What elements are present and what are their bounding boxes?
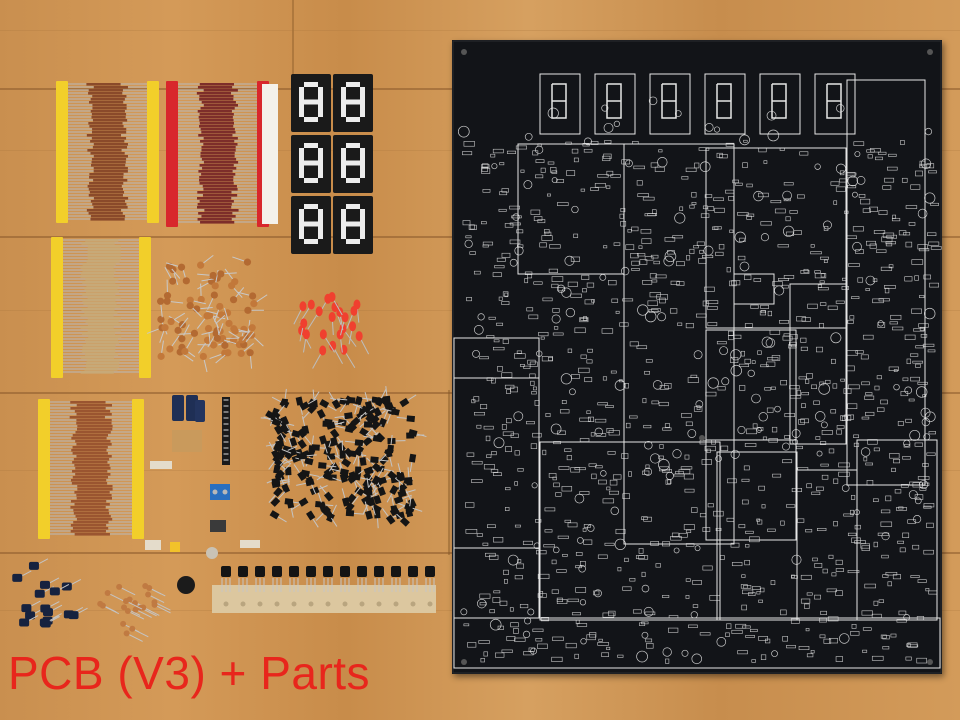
pcb-section-outline (796, 469, 858, 621)
wood-plank-joint (292, 0, 294, 90)
pcb-display-footprint (704, 73, 746, 135)
terminal-block (210, 484, 230, 500)
transistor-tape (212, 566, 436, 613)
pcb-section-outline (453, 617, 941, 669)
pcb-mounting-hole (699, 435, 705, 441)
resistor-strip-red (166, 81, 269, 227)
pcb-mounting-hole (927, 49, 933, 55)
pcb-section-outline (453, 377, 540, 549)
wood-plank-joint (448, 390, 450, 555)
resistor-strip-brown (56, 81, 159, 223)
pcb-mounting-hole (461, 49, 467, 55)
seven-segment-displays (291, 74, 373, 254)
crystal-pad (172, 430, 202, 452)
pcb-section-outline (716, 451, 798, 621)
electrolytic-capacitor (195, 400, 205, 422)
pcb-section-outline (705, 439, 797, 541)
pcb-section-outline (733, 273, 775, 305)
pcb-display-footprint (759, 73, 801, 135)
pcb-display-footprint (649, 73, 691, 135)
pcb-silkscreen (452, 40, 942, 674)
pcb-section-outline (517, 143, 625, 275)
pcb-section-outline (623, 143, 735, 545)
inductor (177, 576, 195, 594)
resistor-strip-white-tape (262, 84, 278, 224)
caption-text: PCB (V3) + Parts (8, 647, 371, 699)
pcb-section-outline (789, 283, 847, 445)
misc-components (145, 395, 260, 594)
resistor-strip-beige (51, 237, 151, 378)
small-electrolytic-caps (12, 558, 88, 628)
pcb-display-footprint (539, 73, 581, 135)
pcb-mounting-hole (927, 659, 933, 665)
pcb-mounting-hole (461, 659, 467, 665)
pcb-board (452, 40, 942, 674)
pcb-section-outline (846, 79, 926, 486)
resistor-strip-small (38, 399, 144, 539)
ceramic-capacitor-pile (146, 255, 268, 373)
transistor-pile (260, 386, 427, 529)
pcb-section-outline (705, 147, 847, 329)
pcb-display-footprint (594, 73, 636, 135)
small-capacitor-group (97, 583, 171, 642)
pcb-display-footprint (814, 73, 856, 135)
electrolytic-capacitor (172, 395, 184, 421)
pcb-section-outline (453, 337, 540, 379)
pcb-edge (452, 40, 942, 674)
red-led-group (293, 291, 370, 369)
pcb-section-outline (539, 441, 721, 621)
